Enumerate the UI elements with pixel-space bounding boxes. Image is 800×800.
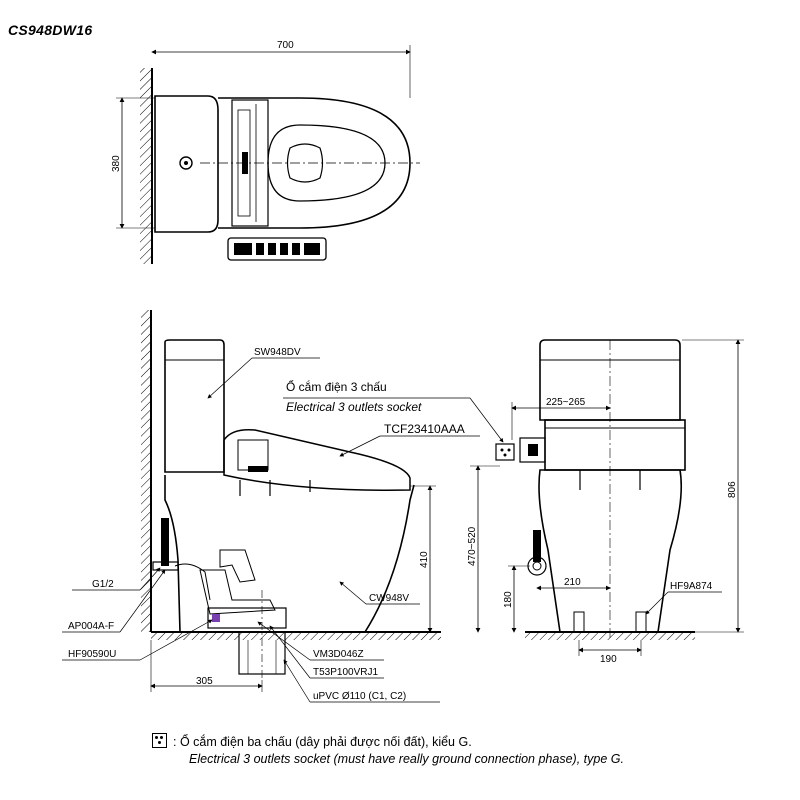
label-inlet-thread: G1/2 <box>92 579 114 590</box>
top-seat-outline <box>218 97 411 229</box>
dim-depth: 380 <box>111 155 122 172</box>
dim-inlet-height: 180 <box>503 591 514 608</box>
label-bowl-part: CW948V <box>369 593 409 604</box>
label-gasket-part: VM3D046Z <box>313 649 364 660</box>
dim-base-width: 190 <box>600 654 617 665</box>
label-tank-part: SW948DV <box>254 347 301 358</box>
socket-note: : Ổ cắm điện ba chấu (dây phải được nối … <box>152 733 792 768</box>
remote-control <box>227 237 327 261</box>
label-valve-part: AP004A-F <box>68 621 114 632</box>
side-floor-hatch <box>151 632 441 640</box>
side-seat <box>223 428 411 491</box>
label-socket-en: Electrical 3 outlets socket <box>286 400 422 414</box>
top-view: 700 380 <box>111 40 420 264</box>
label-bolt-part: T53P100VRJ1 <box>313 667 378 678</box>
top-tank-outline <box>154 95 219 233</box>
dim-total-height: 806 <box>727 481 738 498</box>
side-view: 305 410 470~520 SW948DV Ổ cắm điện 3 chấ… <box>62 310 515 703</box>
dim-inlet-offset: 210 <box>564 577 581 588</box>
dim-width: 700 <box>277 40 294 51</box>
top-bowl-opening <box>267 124 386 202</box>
dim-rough-in: 305 <box>196 676 213 687</box>
dim-seat-height: 410 <box>419 551 430 568</box>
label-seat-part: TCF23410AAA <box>384 422 465 436</box>
floor-flange <box>207 607 287 629</box>
side-trapway <box>219 549 256 583</box>
label-fixing-part: HF9A874 <box>670 581 713 592</box>
front-bowl <box>538 469 683 633</box>
front-view: 225~265 806 210 180 190 HF9A874 <box>503 339 744 665</box>
label-flange-part: HF90590U <box>68 649 116 660</box>
side-bowl <box>164 475 415 633</box>
socket-icon <box>152 733 167 748</box>
dim-socket-span: 225~265 <box>546 397 586 408</box>
side-wall-hatch <box>141 310 151 632</box>
inlet-pipe <box>161 518 169 566</box>
socket-box <box>495 443 515 461</box>
dim-height-range: 470~520 <box>467 526 478 566</box>
side-tank <box>164 339 225 473</box>
model-title: CS948DW16 <box>8 22 93 38</box>
label-pipe: uPVC Ø110 (C1, C2) <box>313 691 406 702</box>
note-vi: : Ổ cắm điện ba chấu (dây phải được nối … <box>173 735 472 749</box>
label-socket-vi: Ổ cắm điện 3 chấu <box>286 379 387 394</box>
top-wall-hatch <box>140 68 152 264</box>
flush-button-icon <box>179 156 193 170</box>
note-en: Electrical 3 outlets socket (must have r… <box>189 752 624 766</box>
